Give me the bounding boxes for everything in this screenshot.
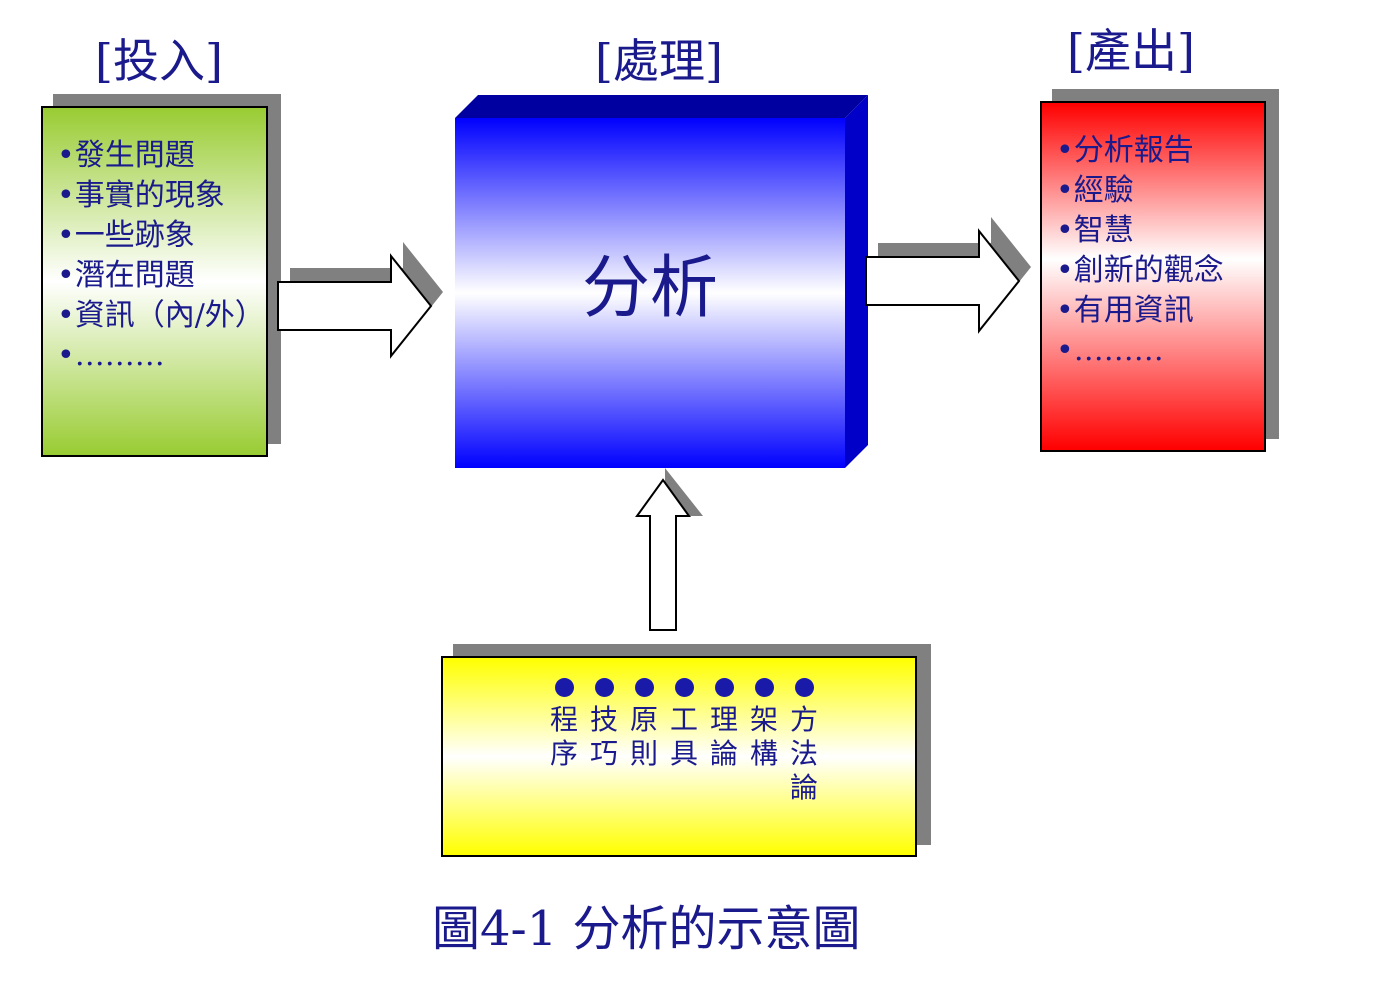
method-item-label: 程序 <box>549 703 578 770</box>
method-item: 程序 <box>546 678 582 771</box>
method-item-label: 技巧 <box>589 703 618 770</box>
output-item: •經驗 <box>1056 173 1134 208</box>
bullet-dot-icon <box>714 678 734 697</box>
figure-caption: 圖4-1 分析的示意圖 <box>432 901 861 957</box>
method-item-label: 工具 <box>669 703 698 770</box>
method-item: 方法論 <box>786 678 822 805</box>
heading-process: [處理] <box>595 34 723 88</box>
input-item: •事實的現象 <box>57 178 225 213</box>
arrow-input-to-process <box>277 242 443 359</box>
bullet-dot-icon <box>674 678 694 697</box>
bullet-dot-icon <box>594 678 614 697</box>
method-item: 技巧 <box>586 678 622 771</box>
output-panel: •分析報告 •經驗 •智慧 •創新的觀念 •有用資訊 •……… <box>1040 101 1266 452</box>
method-item-label: 原則 <box>629 703 658 770</box>
output-item: •……… <box>1056 333 1164 368</box>
input-item: •資訊（內/外） <box>57 298 265 333</box>
input-item: •發生問題 <box>57 138 195 173</box>
method-item: 理論 <box>706 678 742 771</box>
method-item: 工具 <box>666 678 702 771</box>
heading-output: [產出] <box>1067 24 1195 78</box>
input-item: •……… <box>57 338 165 373</box>
input-item: •一些跡象 <box>57 218 195 253</box>
process-cube-top <box>455 95 868 118</box>
process-cube-side <box>845 95 868 468</box>
process-cube-front <box>455 118 845 468</box>
arrow-input-to-process-body <box>277 253 433 359</box>
arrow-process-to-output-body <box>865 228 1021 334</box>
method-item: 原則 <box>626 678 662 771</box>
method-item-label: 理論 <box>709 703 738 770</box>
bullet-dot-icon <box>794 678 814 697</box>
arrow-method-to-process-body <box>635 478 691 631</box>
input-panel: •發生問題 •事實的現象 •一些跡象 •潛在問題 •資訊（內/外） •……… <box>41 106 268 457</box>
method-item-label: 方法論 <box>789 703 818 804</box>
input-item: •潛在問題 <box>57 258 195 293</box>
output-item: •分析報告 <box>1056 133 1194 168</box>
output-list: •分析報告 •經驗 •智慧 •創新的觀念 •有用資訊 •……… <box>1056 131 1224 371</box>
input-list: •發生問題 •事實的現象 •一些跡象 •潛在問題 •資訊（內/外） •……… <box>57 136 265 376</box>
method-item-label: 架構 <box>749 703 778 770</box>
bullet-dot-icon <box>754 678 774 697</box>
output-item: •智慧 <box>1056 213 1134 248</box>
output-item: •創新的觀念 <box>1056 253 1224 288</box>
arrow-method-to-process <box>635 468 703 631</box>
method-item: 架構 <box>746 678 782 771</box>
process-cube <box>455 95 868 468</box>
heading-input: [投入] <box>95 34 223 88</box>
output-item: •有用資訊 <box>1056 293 1194 328</box>
bullet-dot-icon <box>554 678 574 697</box>
bullet-dot-icon <box>634 678 654 697</box>
arrow-process-to-output <box>865 217 1031 334</box>
process-label: 分析 <box>581 249 718 328</box>
